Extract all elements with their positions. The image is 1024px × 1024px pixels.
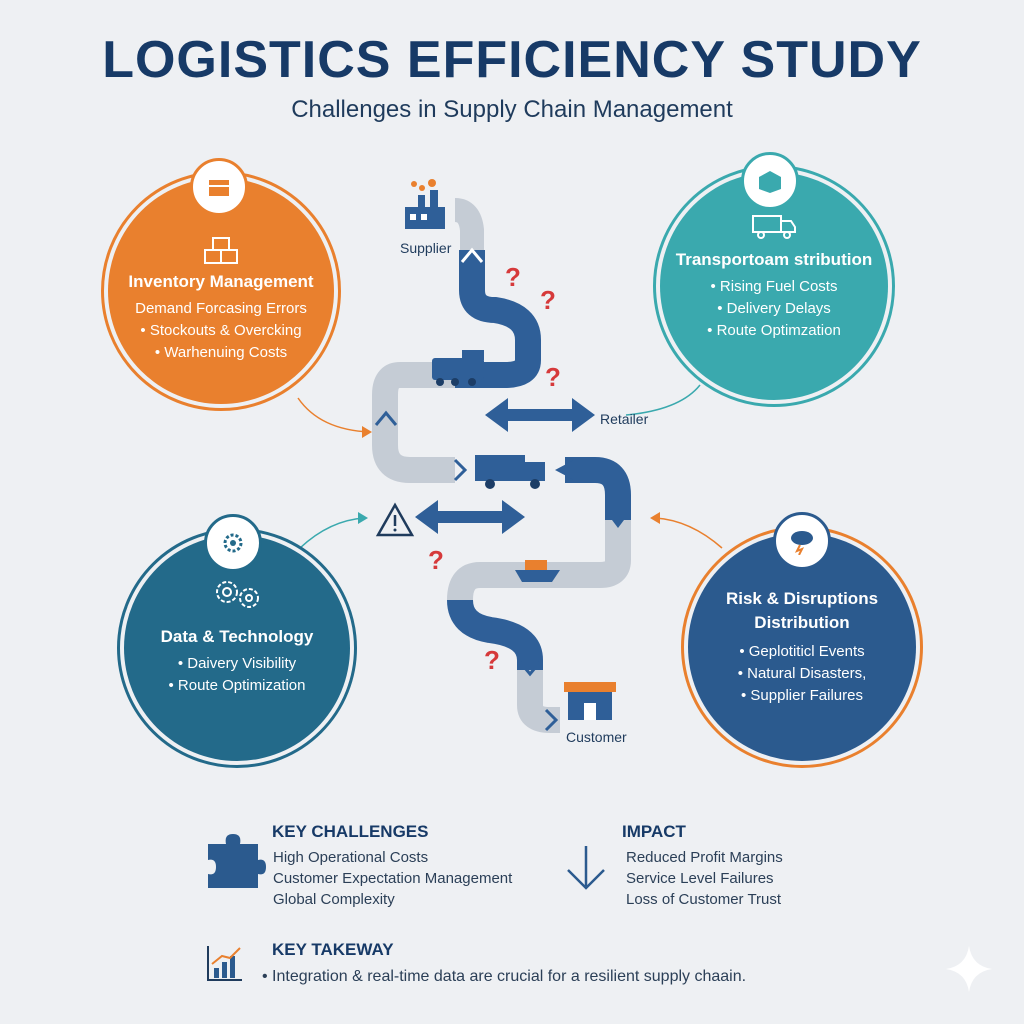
- connector-arrow: [297, 397, 371, 433]
- data-line: • Daivery Visibility: [177, 655, 297, 672]
- impact-list: Reduced Profit Margins Service Level Fai…: [626, 847, 783, 910]
- ship-icon: [515, 560, 560, 582]
- arrow-down-icon: [606, 512, 630, 528]
- risk-circle: Risk & Disruptions Distribution • Geplot…: [688, 533, 916, 761]
- data-circle: Data & Technology • Daivery Visibility •…: [124, 535, 350, 761]
- inventory-line: Demand Forcasing Errors: [135, 300, 307, 317]
- risk-title: Risk & Disruptions Distribution: [725, 589, 879, 632]
- inventory-circle: Inventory Management Demand Forcasing Er…: [108, 178, 334, 404]
- question-mark-icon: ?: [505, 262, 521, 292]
- data-line: • Route Optimization: [168, 677, 306, 694]
- question-mark-icon: ?: [540, 285, 556, 315]
- list-item: Service Level Failures: [626, 870, 774, 887]
- flow-path-light-lower: [517, 670, 560, 733]
- connector-arrow: [625, 384, 701, 416]
- transport-line: • Delivery Delays: [717, 300, 831, 317]
- flow-path-light-upper: [372, 362, 455, 483]
- double-arrow-icon: [415, 500, 525, 534]
- question-mark-icon: ?: [484, 645, 500, 675]
- factory-icon: [405, 179, 445, 229]
- store-icon: [564, 682, 616, 720]
- key-challenges-list: High Operational Costs Customer Expectat…: [273, 847, 512, 910]
- gear-icon: [204, 514, 262, 572]
- key-takeaway-heading: KEY TAKEWAY: [272, 940, 394, 959]
- train-icon: [432, 350, 484, 386]
- boxes-icon: [190, 158, 248, 216]
- list-item: Reduced Profit Margins: [626, 849, 783, 866]
- double-arrow-icon: [485, 398, 595, 432]
- connector-arrow: [299, 517, 366, 549]
- sparkle-icon: [944, 944, 994, 999]
- flow-path-dark-upper: [455, 250, 541, 388]
- flow-path-dark-middle: [565, 457, 631, 520]
- inventory-line: • Stockouts & Overcking: [140, 322, 302, 339]
- risk-line: • Natural Disasters,: [737, 665, 867, 682]
- flow-path-dark-lower: [447, 599, 543, 670]
- supplier-label: Supplier: [400, 240, 452, 256]
- arrow-down-icon: [564, 842, 608, 899]
- boxes-icon: [203, 236, 239, 266]
- chevron-up-icon: [460, 247, 484, 263]
- chevron-right-icon: [453, 458, 468, 482]
- puzzle-icon: [202, 830, 268, 895]
- list-item: High Operational Costs: [273, 849, 429, 866]
- transport-line: • Route Optimzation: [707, 322, 841, 339]
- truck-icon: [475, 455, 545, 489]
- question-mark-icon: ?: [428, 545, 444, 575]
- page-subtitle: Challenges in Supply Chain Management: [291, 96, 733, 123]
- transport-title: Transportoam stribution: [675, 250, 873, 269]
- transport-circle: Transportoam stribution • Rising Fuel Co…: [660, 172, 888, 400]
- list-item: Loss of Customer Trust: [626, 891, 782, 908]
- key-takeaway-text: • Integration & real-time data are cruci…: [262, 968, 747, 985]
- truck-icon: [751, 212, 797, 240]
- customer-label: Customer: [566, 729, 627, 745]
- warning-icon: [375, 502, 415, 537]
- list-item: Customer Expectation Management: [273, 870, 513, 887]
- arrow-left-icon: [555, 460, 574, 480]
- data-title: Data & Technology: [160, 627, 314, 646]
- flow-path-light-middle: [447, 520, 631, 601]
- chevron-right-icon: [544, 708, 559, 732]
- box-icon: [741, 152, 799, 210]
- inventory-title: Inventory Management: [128, 272, 314, 291]
- chevron-down-icon: [518, 661, 542, 677]
- transport-line: • Rising Fuel Costs: [710, 278, 838, 295]
- storm-cloud-icon: [773, 512, 831, 570]
- list-item: Global Complexity: [273, 891, 395, 908]
- risk-line: • Geplotiticl Events: [739, 643, 865, 660]
- key-challenges-heading: KEY CHALLENGES: [272, 822, 429, 841]
- chevron-up-icon: [374, 410, 398, 426]
- risk-line: • Supplier Failures: [741, 687, 863, 704]
- retailer-label: Retailer: [600, 411, 649, 427]
- page-title: LOGISTICS EFFICIENCY STUDY: [102, 31, 922, 89]
- question-mark-icon: ?: [545, 362, 561, 392]
- flow-path-light-top: [453, 198, 484, 250]
- gears-icon: [209, 577, 265, 611]
- connector-arrow: [654, 517, 723, 549]
- growth-chart-icon: [206, 944, 244, 987]
- impact-heading: IMPACT: [622, 822, 686, 841]
- inventory-line: • Warhenuing Costs: [154, 344, 288, 361]
